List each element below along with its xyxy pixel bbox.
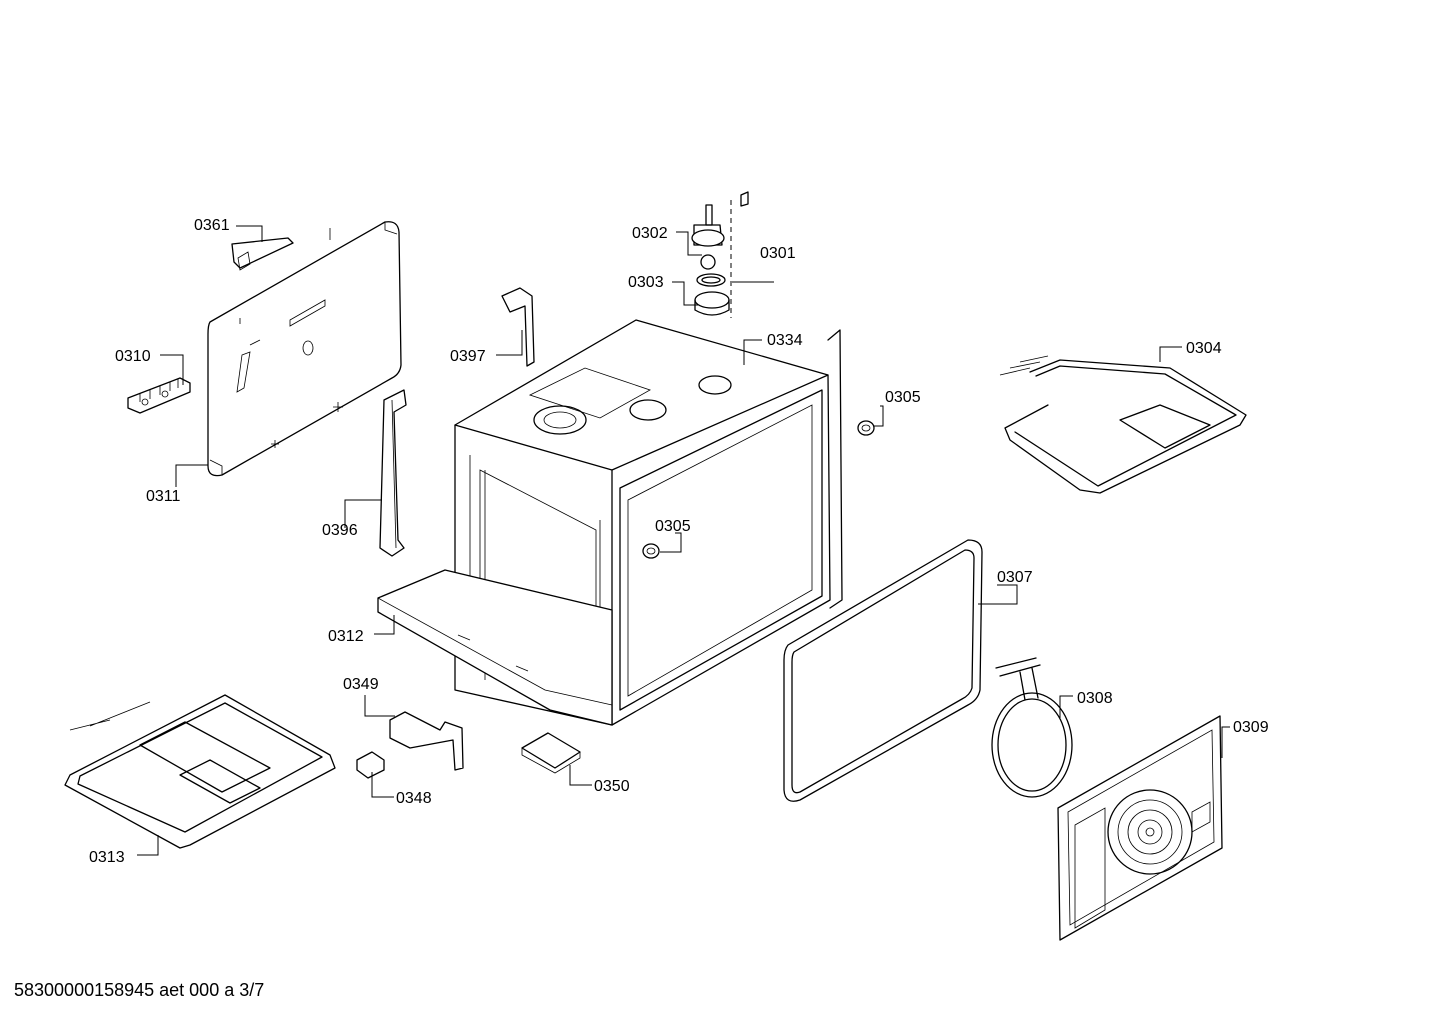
- document-id-footer: 58300000158945 aet 000 a 3/7: [14, 980, 265, 1000]
- fan-cover-part: [1057, 715, 1223, 941]
- label-0309: 0309: [1233, 719, 1269, 736]
- label-0311: 0311: [146, 488, 181, 505]
- clip-part: [231, 237, 294, 271]
- door-gasket-part: [783, 539, 983, 802]
- label-0334: 0334: [767, 332, 803, 349]
- label-0348: 0348: [396, 790, 432, 807]
- cover-bracket-part: [389, 711, 464, 771]
- label-0307: 0307: [997, 569, 1033, 586]
- label-0350: 0350: [594, 778, 630, 795]
- fan-motor-part: [691, 191, 749, 318]
- terminal-block-part: [127, 377, 191, 414]
- top-heating-element-part: [999, 355, 1247, 494]
- label-0301: 0301: [760, 245, 796, 262]
- bottom-plate-part: [377, 569, 613, 726]
- label-0397: 0397: [450, 348, 486, 365]
- label-0302: 0302: [632, 225, 668, 242]
- lamp-holder-part: [642, 543, 660, 559]
- cover-plate-part: [521, 732, 581, 774]
- label-0308: 0308: [1077, 690, 1113, 707]
- label-0361: 0361: [194, 217, 230, 234]
- label-0396: 0396: [322, 522, 358, 539]
- part-labels: 0361 0310 0311 0396 0397 0302 0303 0301 …: [89, 217, 1269, 866]
- label-0313: 0313: [89, 849, 125, 866]
- bottom-heating-element-part: [64, 694, 336, 849]
- bracket-part: [501, 287, 535, 367]
- label-0304: 0304: [1186, 340, 1222, 357]
- ring-heating-element-part: [991, 657, 1073, 798]
- label-0305-top: 0305: [885, 389, 921, 406]
- bracket-part: [379, 389, 407, 557]
- label-0312: 0312: [328, 628, 364, 645]
- lamp-holder-part: [857, 420, 875, 436]
- label-0305-front: 0305: [655, 518, 691, 535]
- leader-lines: [137, 225, 1230, 856]
- label-0303: 0303: [628, 274, 664, 291]
- label-0310: 0310: [115, 348, 151, 365]
- back-panel-part: [207, 221, 402, 477]
- lamp-socket-part: [356, 751, 385, 779]
- label-0349: 0349: [343, 676, 379, 693]
